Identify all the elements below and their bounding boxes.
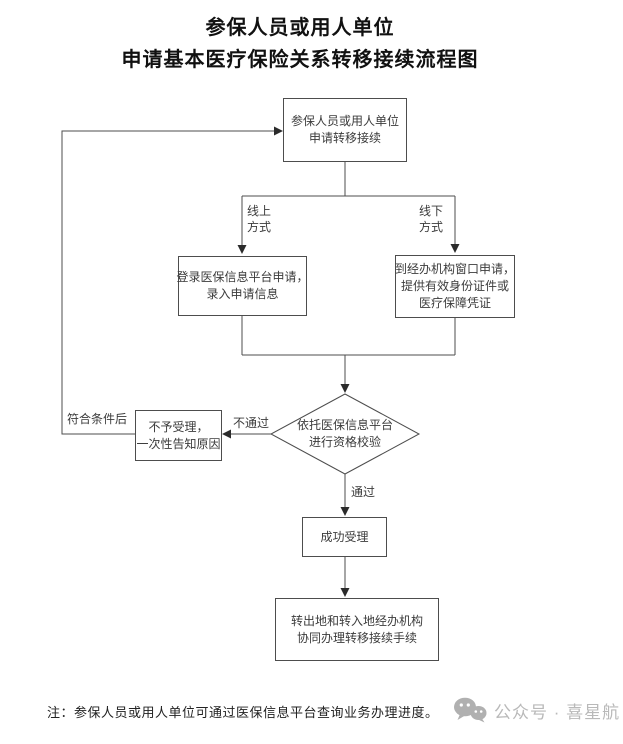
edge-label-offline: 线下 方式 — [419, 203, 443, 235]
edge-label-online-line2: 方式 — [247, 220, 272, 234]
node-final-line2: 协同办理转移接续手续 — [296, 630, 417, 645]
edge-label-offline-line2: 方式 — [419, 220, 444, 234]
edge-label-online: 线上 方式 — [247, 203, 271, 235]
watermark-text: 公众号 · 喜星航 — [494, 702, 621, 722]
page-title-line1: 参保人员或用人单位 — [205, 17, 395, 39]
edge-label-fail: 不通过 — [233, 416, 270, 430]
node-reject-line1: 不予受理， — [148, 419, 209, 434]
node-final-line1: 转出地和转入地经办机构 — [290, 613, 423, 628]
node-offline-line1: 到经办机构窗口申请， — [395, 262, 516, 276]
node-decision-line1: 依托医保信息平台 — [296, 418, 393, 432]
node-decision-line2: 进行资格校验 — [308, 435, 381, 449]
node-final: 转出地和转入地经办机构 协同办理转移接续手续 — [275, 598, 439, 661]
node-offline-line3: 医疗保障凭证 — [418, 296, 491, 310]
node-success-label: 成功受理 — [320, 529, 369, 544]
node-offline-line2: 提供有效身份证件或 — [400, 279, 509, 293]
edge-label-offline-line1: 线下 — [419, 204, 444, 218]
node-apply: 参保人员或用人单位 申请转移接续 — [283, 98, 407, 162]
edge-label-online-line1: 线上 — [247, 204, 272, 218]
node-offline-apply: 到经办机构窗口申请， 提供有效身份证件或 医疗保障凭证 — [395, 255, 515, 318]
node-reject-line2: 一次性告知原因 — [136, 436, 221, 451]
node-reject: 不予受理， 一次性告知原因 — [135, 410, 222, 461]
node-online-line2: 录入申请信息 — [206, 287, 279, 301]
footnote: 注：参保人员或用人单位可通过医保信息平台查询业务办理进度。 — [47, 705, 439, 720]
node-decision: 依托医保信息平台 进行资格校验 — [270, 409, 420, 459]
page-title: 参保人员或用人单位 申请基本医疗保险关系转移接续流程图 — [0, 12, 600, 76]
edge-label-qualified: 符合条件后 — [67, 412, 128, 426]
edge-label-pass: 通过 — [351, 485, 376, 499]
node-apply-line2: 申请转移接续 — [308, 131, 381, 145]
node-success: 成功受理 — [302, 517, 387, 557]
node-online-apply: 登录医保信息平台申请， 录入申请信息 — [176, 256, 309, 316]
wechat-icon — [454, 697, 487, 723]
node-online-line1: 登录医保信息平台申请， — [176, 270, 309, 284]
node-apply-line1: 参保人员或用人单位 — [290, 114, 399, 128]
page-title-line2: 申请基本医疗保险关系转移接续流程图 — [121, 49, 479, 71]
watermark: 公众号 · 喜星航 — [453, 697, 620, 723]
